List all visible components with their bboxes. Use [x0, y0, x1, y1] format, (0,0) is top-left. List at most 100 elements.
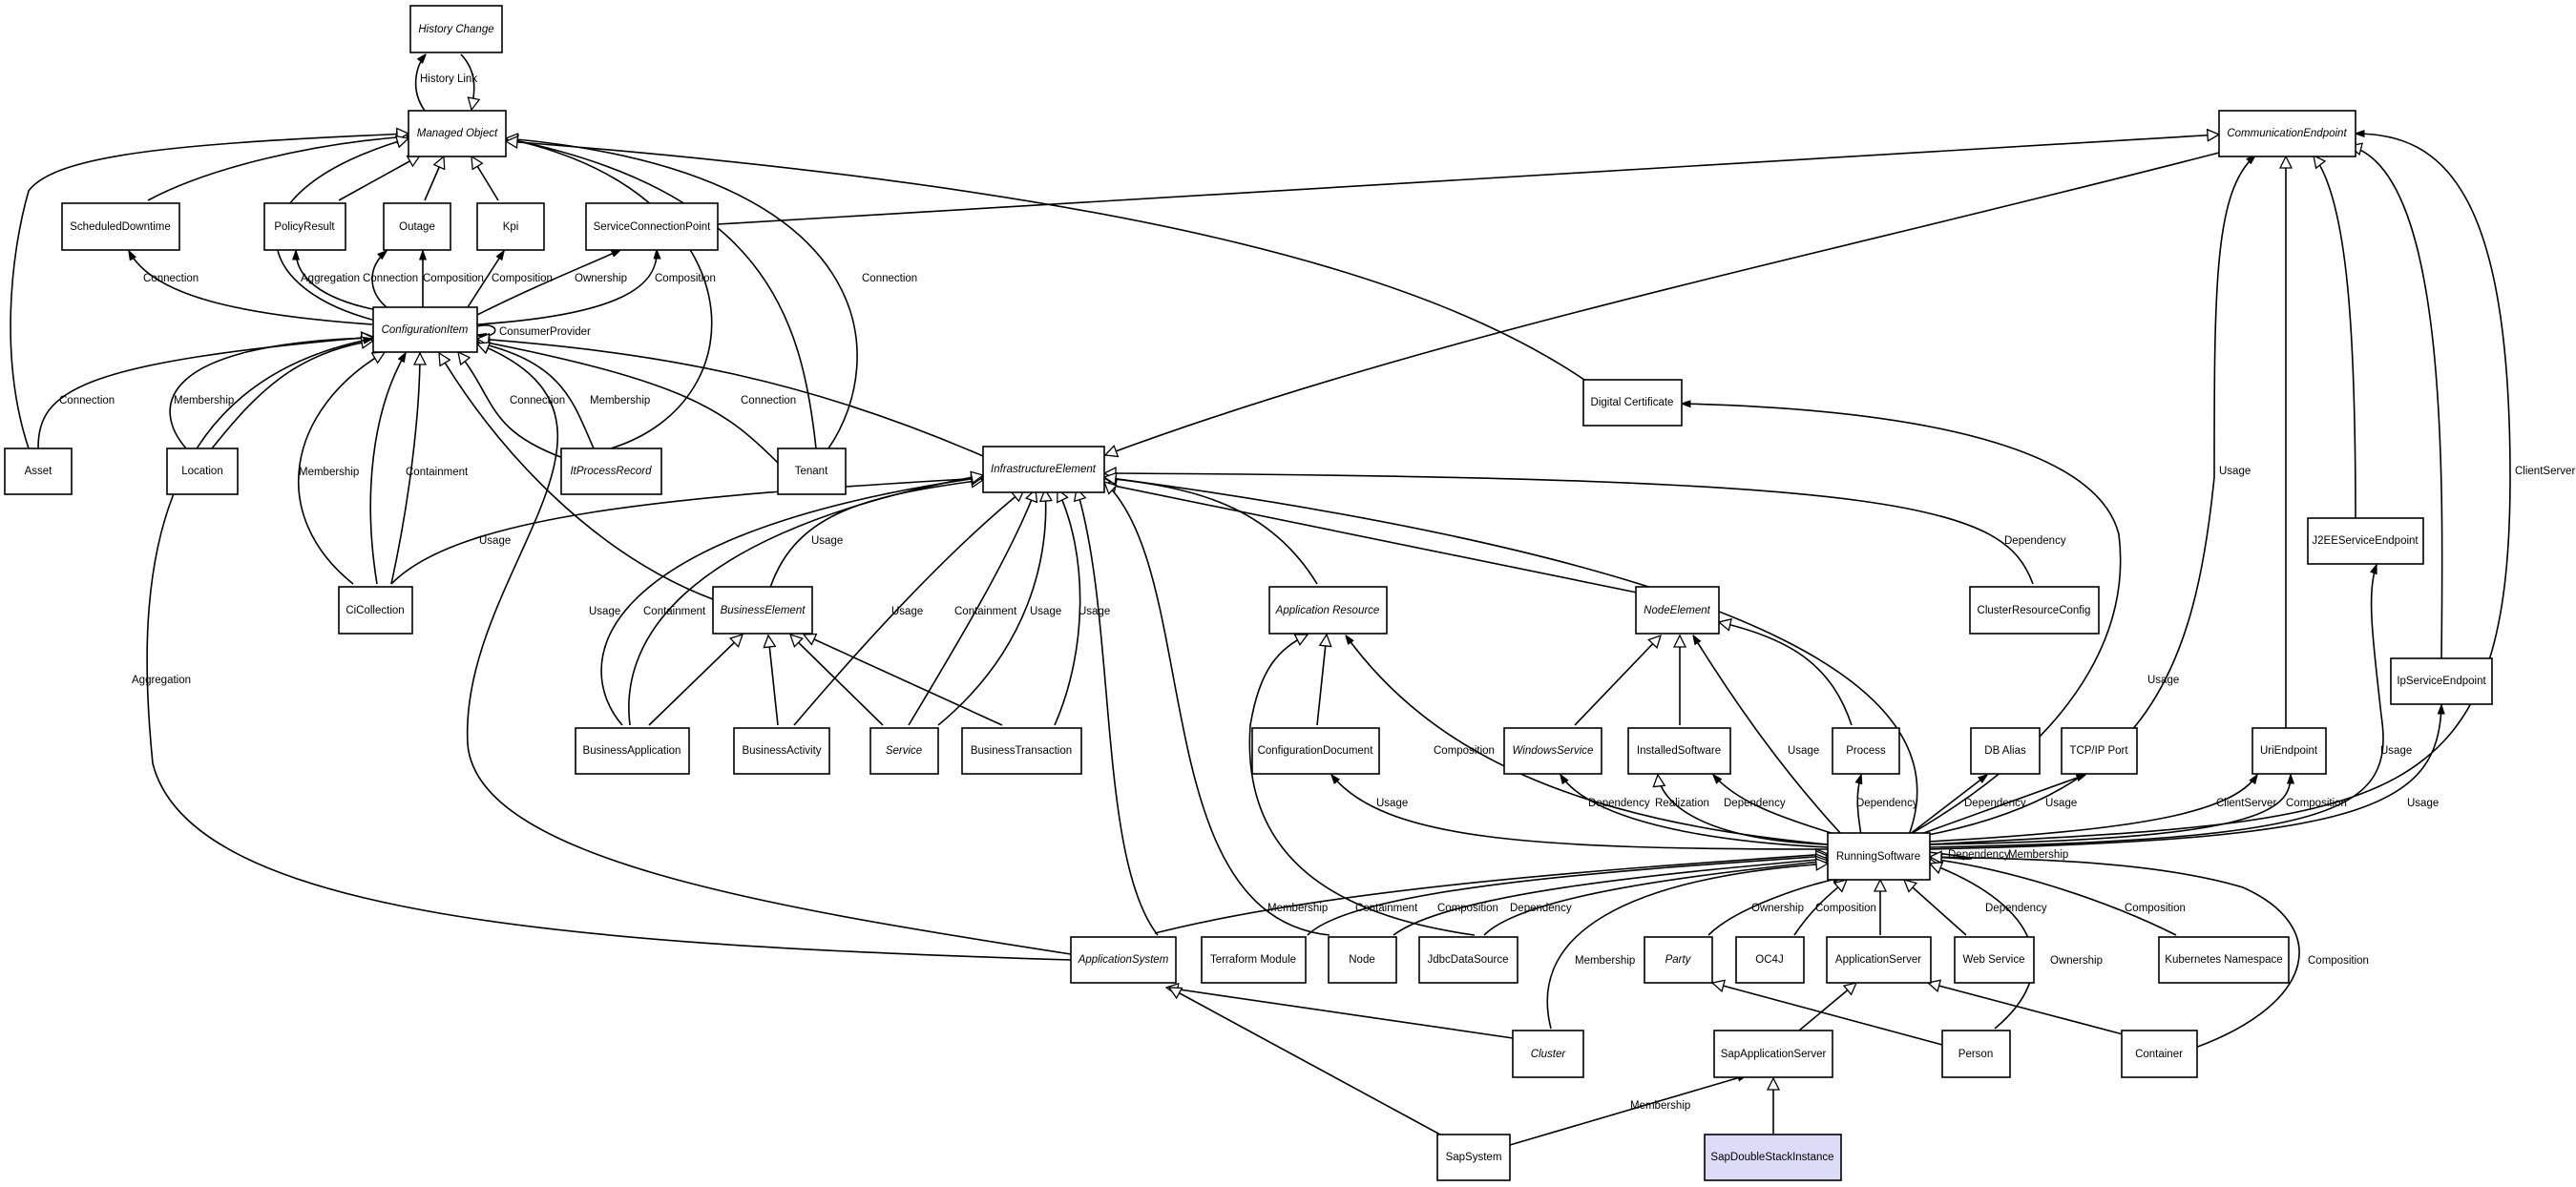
node-process[interactable]: Process — [1832, 727, 1900, 775]
label-dependency: Dependency — [1724, 798, 1786, 809]
node-business-transaction[interactable]: BusinessTransaction — [961, 727, 1082, 775]
label-connection: Connection — [510, 395, 565, 406]
node-cluster[interactable]: Cluster — [1512, 1030, 1584, 1078]
edge-asset-inherits — [10, 134, 408, 449]
edge-ci-ownership-scp — [476, 250, 620, 316]
node-scheduled-downtime[interactable]: ScheduledDowntime — [61, 202, 180, 251]
node-service-connection-point[interactable]: ServiceConnectionPoint — [585, 202, 719, 251]
node-managed-object[interactable]: Managed Object — [408, 110, 507, 157]
edge-cicollection-membership — [298, 352, 385, 585]
label-usage: Usage — [2219, 466, 2251, 477]
edge-rs-dependency-ws — [1560, 775, 1829, 848]
edge-service-containment-ie — [908, 489, 1036, 726]
node-person[interactable]: Person — [1941, 1030, 2011, 1078]
edge-ba-containment-ie — [628, 475, 983, 726]
node-kubernetes-namespace[interactable]: Kubernetes Namespace — [2158, 936, 2290, 984]
edge-rs-composition-uri — [1927, 775, 2291, 845]
edge-digital-certificate-inherits — [506, 141, 1585, 381]
edge-sapas-inherits-appserver — [1798, 983, 1856, 1031]
nodes: History Change Managed Object Communicat… — [4, 5, 2493, 1181]
edge-container-composition-rs — [1930, 857, 2300, 1049]
node-it-process-record[interactable]: ItProcessRecord — [560, 448, 662, 495]
svg-text:Digital Certificate: Digital Certificate — [1591, 397, 1674, 408]
node-ci-collection[interactable]: CiCollection — [338, 586, 413, 635]
node-location[interactable]: Location — [166, 448, 239, 495]
node-node[interactable]: Node — [1328, 936, 1397, 984]
node-j2ee-service-endpoint[interactable]: J2EEServiceEndpoint — [2307, 517, 2424, 565]
edge-ci-connection-scheduled — [129, 251, 373, 325]
svg-text:Cluster: Cluster — [1531, 1049, 1567, 1060]
svg-text:BusinessActivity: BusinessActivity — [742, 745, 821, 757]
node-running-software[interactable]: RunningSoftware — [1827, 832, 1931, 881]
node-sap-double-stack-instance[interactable]: SapDoubleStackInstance — [1704, 1134, 1842, 1181]
edge-it-process-record-inherits — [506, 138, 713, 449]
node-uri-endpoint[interactable]: UriEndpoint — [2251, 727, 2327, 775]
node-sap-system[interactable]: SapSystem — [1436, 1134, 1511, 1181]
label-membership: Membership — [590, 395, 650, 406]
label-client-server: ClientServer — [2515, 466, 2575, 477]
svg-text:PolicyResult: PolicyResult — [274, 221, 335, 233]
node-configuration-document[interactable]: ConfigurationDocument — [1251, 727, 1380, 775]
label-connection: Connection — [59, 395, 115, 406]
node-terraform-module[interactable]: Terraform Module — [1201, 936, 1307, 984]
edge-cicollection-usage — [390, 478, 983, 585]
node-web-service[interactable]: Web Service — [1954, 936, 2035, 984]
node-container[interactable]: Container — [2121, 1030, 2198, 1078]
svg-text:BusinessTransaction: BusinessTransaction — [971, 745, 1072, 757]
node-asset[interactable]: Asset — [4, 448, 73, 495]
edge-be-usage-ie — [767, 480, 983, 594]
node-windows-service[interactable]: WindowsService — [1503, 727, 1602, 775]
node-business-element[interactable]: BusinessElement — [712, 586, 813, 635]
node-history-change[interactable]: History Change — [409, 5, 503, 53]
node-installed-software[interactable]: InstalledSoftware — [1627, 727, 1731, 775]
label-composition: Composition — [1437, 903, 1498, 914]
label-dependency: Dependency — [1588, 798, 1650, 809]
node-infrastructure-element[interactable]: InfrastructureElement — [982, 446, 1105, 493]
label-ownership: Ownership — [575, 273, 627, 284]
edge-location-inherits — [211, 341, 373, 449]
node-service[interactable]: Service — [869, 727, 939, 775]
edge-ne-inherits-ie — [1104, 484, 1643, 594]
label-dependency: Dependency — [1510, 903, 1572, 914]
node-jdbc-data-source[interactable]: JdbcDataSource — [1418, 936, 1518, 984]
svg-text:RunningSoftware: RunningSoftware — [1836, 851, 1920, 863]
label-usage: Usage — [2380, 745, 2412, 757]
node-sap-application-server[interactable]: SapApplicationServer — [1713, 1030, 1833, 1078]
edge-bact-usage-ie — [793, 489, 1024, 726]
label-usage: Usage — [2407, 798, 2439, 809]
edge-sapsystem-membership-sapas — [1509, 1075, 1747, 1146]
edge-cluster-membership-rs — [1546, 864, 1828, 1030]
node-application-resource[interactable]: Application Resource — [1268, 586, 1388, 635]
node-tcp-ip-port[interactable]: TCP/IP Port — [2061, 727, 2138, 775]
node-tenant[interactable]: Tenant — [777, 448, 847, 495]
node-db-alias[interactable]: DB Alias — [1970, 727, 2041, 775]
edge-cd-inherits-ar — [1316, 635, 1327, 726]
edge-scheduled-downtime-inherits — [147, 136, 408, 201]
node-digital-certificate[interactable]: Digital Certificate — [1582, 379, 1683, 427]
node-cluster-resource-config[interactable]: ClusterResourceConfig — [1969, 586, 2100, 635]
svg-text:ClusterResourceConfig: ClusterResourceConfig — [1978, 605, 2091, 616]
node-business-application[interactable]: BusinessApplication — [575, 727, 690, 775]
svg-text:CiCollection: CiCollection — [346, 605, 404, 616]
edge-kpi-inherits — [471, 156, 499, 201]
node-application-system[interactable]: ApplicationSystem — [1070, 936, 1177, 984]
node-oc4j[interactable]: OC4J — [1735, 936, 1805, 984]
edge-sapsystem-inherits-appsys — [1169, 987, 1452, 1141]
edge-terraform-inherits-ie — [1077, 489, 1159, 936]
svg-text:Managed Object: Managed Object — [417, 128, 498, 139]
node-policy-result[interactable]: PolicyResult — [263, 202, 346, 251]
node-kpi[interactable]: Kpi — [476, 202, 545, 251]
label-composition: Composition — [2125, 903, 2186, 914]
node-application-server[interactable]: ApplicationServer — [1826, 936, 1932, 984]
edge-ip-service-inherits — [2350, 146, 2443, 661]
edge-ci-composition-scp — [476, 250, 657, 325]
node-node-element[interactable]: NodeElement — [1635, 586, 1720, 635]
edge-rs-usage-ip-service — [1927, 705, 2441, 850]
node-configuration-item[interactable]: ConfigurationItem — [372, 306, 478, 353]
node-ip-service-endpoint[interactable]: IpServiceEndpoint — [2390, 657, 2493, 705]
node-outage[interactable]: Outage — [383, 202, 451, 251]
node-communication-endpoint[interactable]: CommunicationEndpoint — [2218, 110, 2356, 157]
node-business-activity[interactable]: BusinessActivity — [733, 727, 830, 775]
node-party[interactable]: Party — [1644, 936, 1713, 984]
